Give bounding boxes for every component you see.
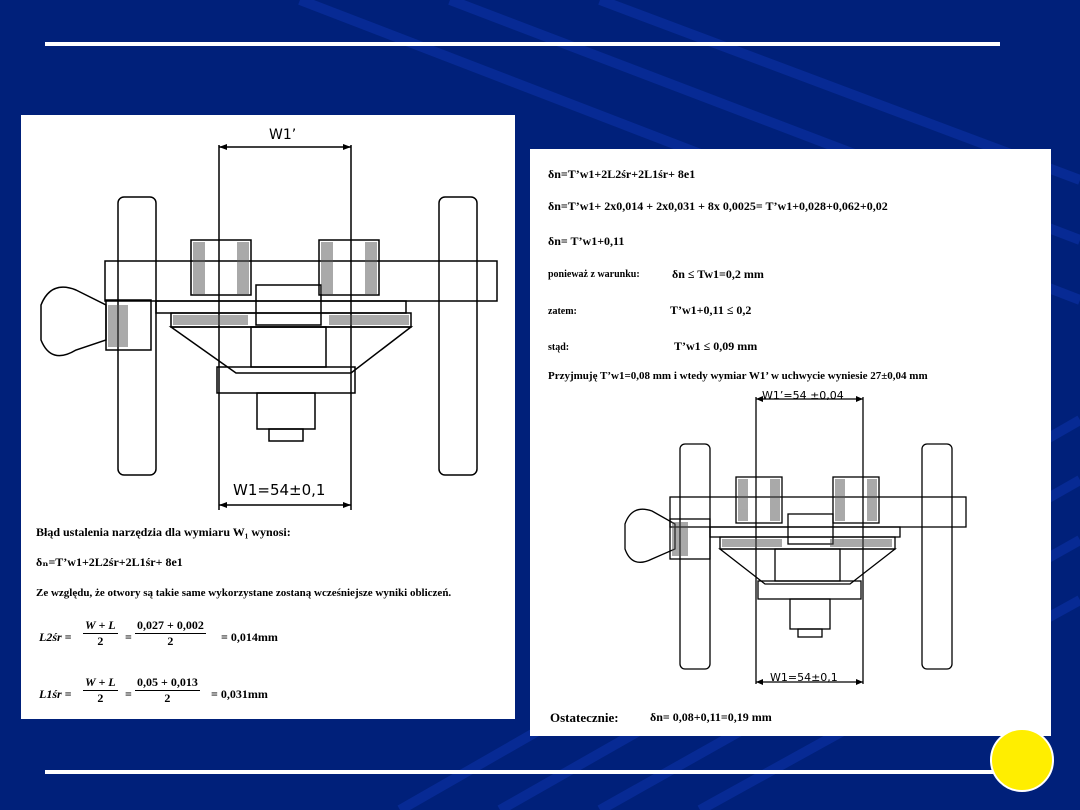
right-panel: δn=T’w1+2L2śr+2L1śr+ 8e1 δn=T’w1+ 2x0,01… [530, 149, 1051, 736]
right-line4-value: δn ≤ Tw1=0,2 mm [672, 267, 764, 281]
bottom-rule [45, 770, 1000, 774]
eq1-frac2: 0,027 + 0,002 2 [135, 618, 206, 649]
eq1-den1: 2 [97, 634, 104, 648]
eq2-eq: = [125, 687, 132, 701]
right-line5-label: zatem: [548, 306, 577, 317]
right-line2: δn=T’w1+ 2x0,014 + 2x0,031 + 8x 0,0025= … [548, 199, 888, 213]
right-line6-value: T’w1 ≤ 0,09 mm [674, 339, 758, 353]
eq2-frac1: W + L 2 [83, 675, 118, 706]
eq1-num2: 0,027 + 0,002 [135, 618, 206, 634]
eq2-num2: 0,05 + 0,013 [135, 675, 200, 691]
eq2-lhs: L1śr = [39, 687, 72, 701]
left-line1: Błąd ustalenia narzędzia dla wymiaru W₁ … [36, 525, 291, 539]
eq1-num1: W + L [83, 618, 118, 634]
dim-top-right: W1’=54 ±0,04 [762, 389, 844, 402]
eq2-frac2: 0,05 + 0,013 2 [135, 675, 200, 706]
left-panel: W1’ W1=54±0,1 Błąd ustalenia narzędzia d… [21, 115, 515, 719]
final-label: Ostatecznie: [550, 710, 619, 725]
right-line3: δn= T’w1+0,11 [548, 234, 625, 248]
eq1-lhs: L2śr = [39, 630, 72, 644]
right-line4-label: ponieważ z warunku: [548, 269, 640, 280]
dim-bottom-right: W1=54±0,1 [770, 671, 838, 684]
yellow-circle [990, 728, 1054, 792]
left-line3: Ze względu, że otwory są takie same wyko… [36, 587, 452, 599]
eq2-num1: W + L [83, 675, 118, 691]
final-value: δn= 0,08+0,11=0,19 mm [650, 710, 772, 724]
right-line5-value: T’w1+0,11 ≤ 0,2 [670, 303, 752, 317]
eq1-frac1: W + L 2 [83, 618, 118, 649]
eq1-eq: = [125, 630, 132, 644]
right-line6-label: stąd: [548, 342, 570, 353]
fixture-drawing-right [624, 396, 967, 685]
eq2-den2: 2 [164, 691, 171, 705]
left-line2: δₙ=T’w1+2L2śr+2L1śr+ 8e1 [36, 555, 183, 569]
right-line7: Przyjmuję T’w1=0,08 mm i wtedy wymiar W1… [548, 370, 928, 382]
eq1-den2: 2 [167, 634, 174, 648]
eq1-res: = 0,014mm [221, 630, 278, 644]
right-line1: δn=T’w1+2L2śr+2L1śr+ 8e1 [548, 167, 696, 181]
eq2-den1: 2 [97, 691, 104, 705]
dim-top-left: W1’ [269, 127, 297, 143]
eq2-res: = 0,031mm [211, 687, 268, 701]
fixture-drawing-left [40, 144, 498, 510]
top-rule [45, 42, 1000, 46]
dim-bottom-left: W1=54±0,1 [233, 481, 326, 499]
